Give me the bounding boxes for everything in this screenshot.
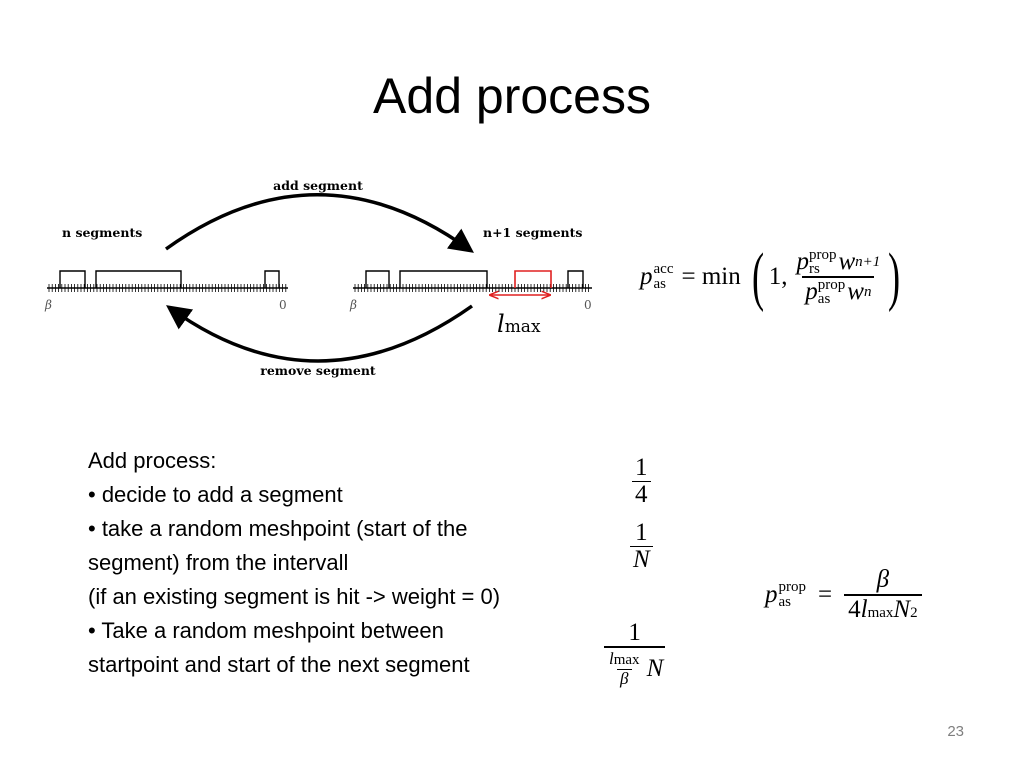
add-remove-diagram: add segment n segments n+1 segments β 0 … bbox=[44, 178, 592, 378]
bullet-2-line-1: • take a random meshpoint (start of the bbox=[88, 516, 468, 541]
bullet-3-line-2: startpoint and start of the next segment bbox=[88, 652, 470, 677]
page-number: 23 bbox=[947, 723, 964, 740]
lmax-label-sub: max bbox=[505, 317, 541, 337]
prop-den-l: l bbox=[860, 596, 868, 623]
slide-title: Add process bbox=[373, 68, 651, 124]
acc-lhs-sub: as bbox=[653, 276, 667, 292]
acc-num-sup: prop bbox=[808, 247, 837, 263]
acc-num-p: p bbox=[796, 248, 809, 275]
bullet-list: Add process: • decide to add a segment •… bbox=[88, 444, 608, 682]
acc-fraction: p prop rs w n+1 p prop as w n bbox=[793, 247, 883, 307]
left-track bbox=[47, 270, 288, 292]
prop-eq: = bbox=[818, 581, 833, 608]
prop-den-l-sub: max bbox=[867, 605, 894, 621]
acc-den-sup: prop bbox=[817, 277, 846, 293]
left-axis-beta: β bbox=[44, 298, 52, 312]
acceptance-equation: p acc as = min ( 1, p prop rs w n+1 p pr… bbox=[640, 232, 905, 322]
prop-fraction: β 4 l max N 2 bbox=[844, 566, 922, 624]
third-den-beta: β bbox=[617, 669, 632, 687]
left-axis-zero: 0 bbox=[279, 298, 287, 312]
acc-close-paren: ) bbox=[888, 240, 901, 313]
inv-n-num: 1 bbox=[635, 519, 648, 546]
third-num: 1 bbox=[628, 619, 641, 646]
acc-num-w: w bbox=[838, 248, 856, 275]
third-den-l-sub: max bbox=[613, 652, 640, 668]
acc-eq-min: = min bbox=[681, 263, 741, 290]
remove-segment-label: remove segment bbox=[260, 363, 376, 378]
acc-open-paren: ( bbox=[751, 240, 764, 313]
bullet-2-line-2: segment) from the intervall bbox=[88, 550, 349, 575]
left-track-ticks bbox=[48, 284, 287, 292]
acc-den-w-sub: n bbox=[863, 283, 872, 300]
bullet-heading: Add process: bbox=[88, 448, 217, 473]
acc-lhs: p acc as bbox=[640, 262, 673, 292]
third-den-n: N bbox=[646, 654, 664, 682]
new-segment bbox=[514, 270, 552, 288]
proposal-equation: p prop as = β 4 l max N 2 bbox=[765, 566, 922, 624]
third-den-l: l bbox=[609, 649, 614, 668]
right-axis-beta: β bbox=[349, 298, 357, 312]
right-track bbox=[353, 270, 592, 292]
prop-lhs-p: p bbox=[765, 581, 778, 608]
bullet-2-line-3: (if an existing segment is hit -> weight… bbox=[88, 584, 501, 609]
acc-den-sub: as bbox=[817, 291, 831, 307]
acc-num-sub: rs bbox=[808, 261, 820, 277]
acc-lhs-sup: acc bbox=[653, 261, 674, 277]
inv-n-den: N bbox=[630, 546, 653, 573]
prop-lhs-sup: prop bbox=[778, 579, 807, 595]
lmax-label-l: l bbox=[497, 310, 505, 338]
prop-den-n: N bbox=[893, 596, 911, 623]
remove-segment-arrow bbox=[166, 304, 474, 363]
fraction-quarter: 1 4 bbox=[632, 455, 651, 508]
quarter-den: 4 bbox=[632, 481, 651, 508]
n-segments-label: n segments bbox=[62, 225, 142, 240]
acc-lhs-p: p bbox=[640, 263, 653, 290]
prop-lhs-sub: as bbox=[778, 594, 792, 610]
add-segment-label: add segment bbox=[273, 178, 363, 193]
fraction-inverse-n: 1 N bbox=[630, 520, 653, 573]
prop-num: β bbox=[876, 566, 890, 593]
acc-one: 1, bbox=[768, 263, 788, 290]
prop-den-exp: 2 bbox=[910, 605, 918, 621]
right-axis-zero: 0 bbox=[584, 298, 592, 312]
bullet-3-line-1: • Take a random meshpoint between bbox=[88, 618, 444, 643]
acc-den-p: p bbox=[805, 278, 818, 305]
n-plus-1-segments-label: n+1 segments bbox=[483, 225, 582, 240]
bullet-1: • decide to add a segment bbox=[88, 482, 343, 507]
fraction-lmax-n: 1 lmax β N bbox=[604, 619, 666, 687]
quarter-num: 1 bbox=[635, 454, 648, 481]
add-segment-arrow bbox=[164, 193, 474, 253]
acc-den-w: w bbox=[847, 278, 864, 305]
lmax-label: lmax bbox=[497, 310, 541, 338]
acc-num-w-sub: n+1 bbox=[855, 253, 881, 270]
prop-den-4: 4 bbox=[848, 596, 861, 623]
